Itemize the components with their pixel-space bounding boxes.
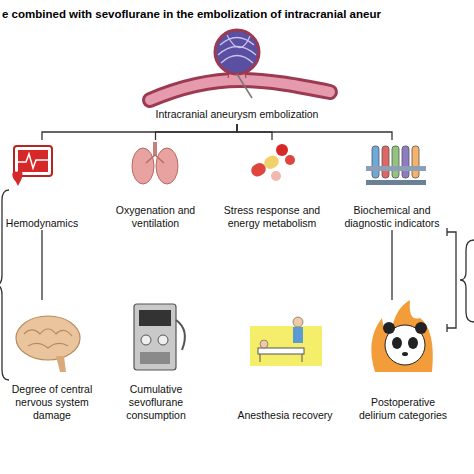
brain-icon-part <box>56 356 66 372</box>
test-tubes-icon-part <box>366 166 426 171</box>
panda-icon-part <box>383 322 395 334</box>
recovery-scene-icon-part <box>293 327 303 343</box>
anesthesia-machine-icon-part <box>176 320 185 350</box>
anesthesia-machine-icon-part <box>158 335 168 345</box>
procedure-node: Intracranial aneurysm embolization <box>137 104 337 124</box>
node-label: Intracranial aneurysm embolization <box>156 108 319 121</box>
connector-line <box>391 230 392 300</box>
outcome-node: Oxygenation and ventilation <box>108 140 203 230</box>
aneurysm-illustration-part <box>150 80 330 100</box>
anesthesia-machine-icon <box>134 304 185 370</box>
anesthesia-machine-icon-part <box>134 304 176 370</box>
recovery-scene-icon-part <box>260 340 268 348</box>
outcome-node: Degree of central nervous system damage <box>2 300 102 422</box>
connector-line <box>237 124 392 140</box>
recovery-scene-icon-part <box>250 326 322 366</box>
anesthesia-machine-icon-part <box>141 335 151 345</box>
figure-title: e combined with sevoflurane in the embol… <box>2 8 381 20</box>
test-tubes-icon-part <box>372 146 379 178</box>
test-tubes-icon-part <box>366 180 426 185</box>
side-bracket <box>0 190 474 380</box>
pills-icon-part <box>271 171 281 181</box>
aneurysm-illustration <box>150 30 330 100</box>
side-bracket-part <box>460 240 474 322</box>
monitor-icon <box>12 146 52 186</box>
panda-icon-part <box>415 322 427 334</box>
node-label: Oxygenation and ventilation <box>108 204 203 230</box>
brain-icon <box>16 316 80 372</box>
side-bracket-part <box>447 228 456 332</box>
recovery-scene-icon-part <box>258 348 304 354</box>
connector-line <box>156 124 238 140</box>
pills-icon <box>249 144 295 181</box>
anesthesia-machine-icon-part <box>140 352 170 364</box>
node-label: Degree of central nervous system damage <box>2 383 102 422</box>
monitor-icon-part <box>18 154 48 168</box>
test-tubes-icon-part <box>402 146 409 178</box>
aneurysm-illustration-part <box>218 35 256 63</box>
brain-icon-part <box>24 329 72 348</box>
panda-icon-part <box>402 352 408 356</box>
outcome-node: Anesthesia recovery <box>236 300 334 422</box>
connector-line <box>237 124 272 140</box>
outcome-node: Cumulative sevoflurane consumption <box>110 300 202 422</box>
panda-icon <box>371 300 433 372</box>
aneurysm-illustration-part <box>215 30 259 74</box>
aneurysm-illustration-part <box>150 80 330 100</box>
lungs-icon-part <box>156 148 178 184</box>
node-label: Cumulative sevoflurane consumption <box>110 383 202 422</box>
lungs-icon-part <box>146 155 164 163</box>
recovery-scene-icon-part <box>293 317 303 327</box>
test-tubes-icon-part <box>382 146 389 178</box>
lungs-icon <box>132 142 178 184</box>
panda-icon-part <box>408 337 418 349</box>
connector-line <box>42 124 237 140</box>
outcome-node: Biochemical and diagnostic indicators <box>342 140 442 230</box>
brain-icon-part <box>16 316 80 360</box>
panda-icon-part <box>371 300 433 372</box>
connector-line <box>41 230 42 300</box>
recovery-scene-icon-part <box>302 354 303 362</box>
lungs-icon-part <box>153 142 157 156</box>
recovery-scene-icon <box>250 317 322 366</box>
pills-icon-part-part <box>262 153 281 171</box>
node-label: Stress response and energy metabolism <box>222 204 322 230</box>
lungs-icon-part <box>132 148 154 184</box>
anesthesia-machine-icon-part <box>139 310 171 326</box>
outcome-node: Postoperative delirium categories <box>352 300 454 422</box>
monitor-icon-part <box>18 150 48 172</box>
recovery-scene-icon-part <box>260 354 261 362</box>
node-label: Hemodynamics <box>6 217 78 230</box>
node-label: Anesthesia recovery <box>237 409 332 422</box>
outcome-node: Hemodynamics <box>2 140 82 230</box>
outcome-node: Stress response and energy metabolism <box>222 140 322 230</box>
test-tubes-icon-part <box>412 146 419 178</box>
aneurysm-illustration-part <box>237 74 252 98</box>
panda-icon-part <box>392 337 402 349</box>
test-tubes-icon-part <box>392 146 399 178</box>
test-tubes-icon <box>366 146 426 185</box>
node-label: Biochemical and diagnostic indicators <box>342 204 442 230</box>
pills-icon-part <box>285 155 295 165</box>
monitor-icon-part <box>12 170 22 186</box>
node-label: Postoperative delirium categories <box>352 396 454 422</box>
pills-icon-part <box>276 144 288 156</box>
